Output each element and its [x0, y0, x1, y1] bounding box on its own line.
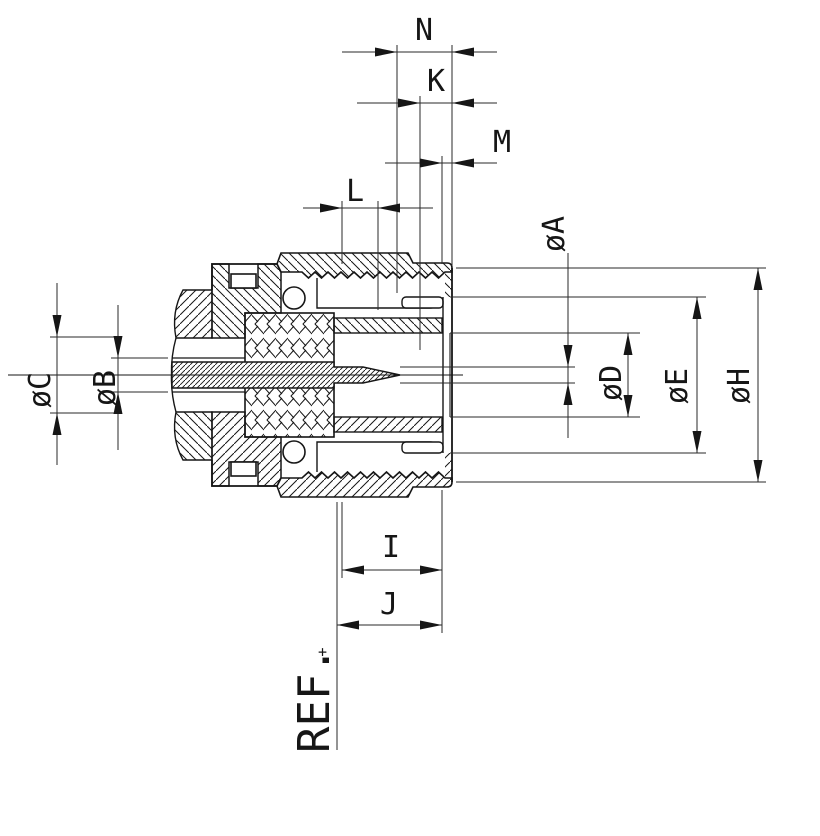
dim-label-N: N [415, 13, 433, 48]
connector-body [8, 252, 463, 498]
dim-label-dia-C: øC [23, 372, 58, 408]
dim-label-dia-D: øD [594, 365, 629, 401]
dim-label-I: I [382, 530, 400, 565]
dim-label-dia-H: øH [722, 368, 757, 404]
dim-label-K: K [427, 64, 445, 99]
dim-label-dia-B: øB [88, 370, 123, 406]
ref-label: REF. [289, 647, 340, 753]
dim-label-L: L [346, 174, 364, 209]
dimension-lines [50, 45, 766, 750]
dim-label-J: J [380, 587, 398, 622]
dimension-labels: N K M L I J øA øD øE øH øB øC REF. + [23, 13, 757, 753]
dim-label-M: M [493, 125, 511, 160]
dim-label-dia-E: øE [660, 368, 695, 404]
plus-mark: + [318, 643, 327, 661]
dim-label-dia-A: øA [537, 216, 572, 252]
